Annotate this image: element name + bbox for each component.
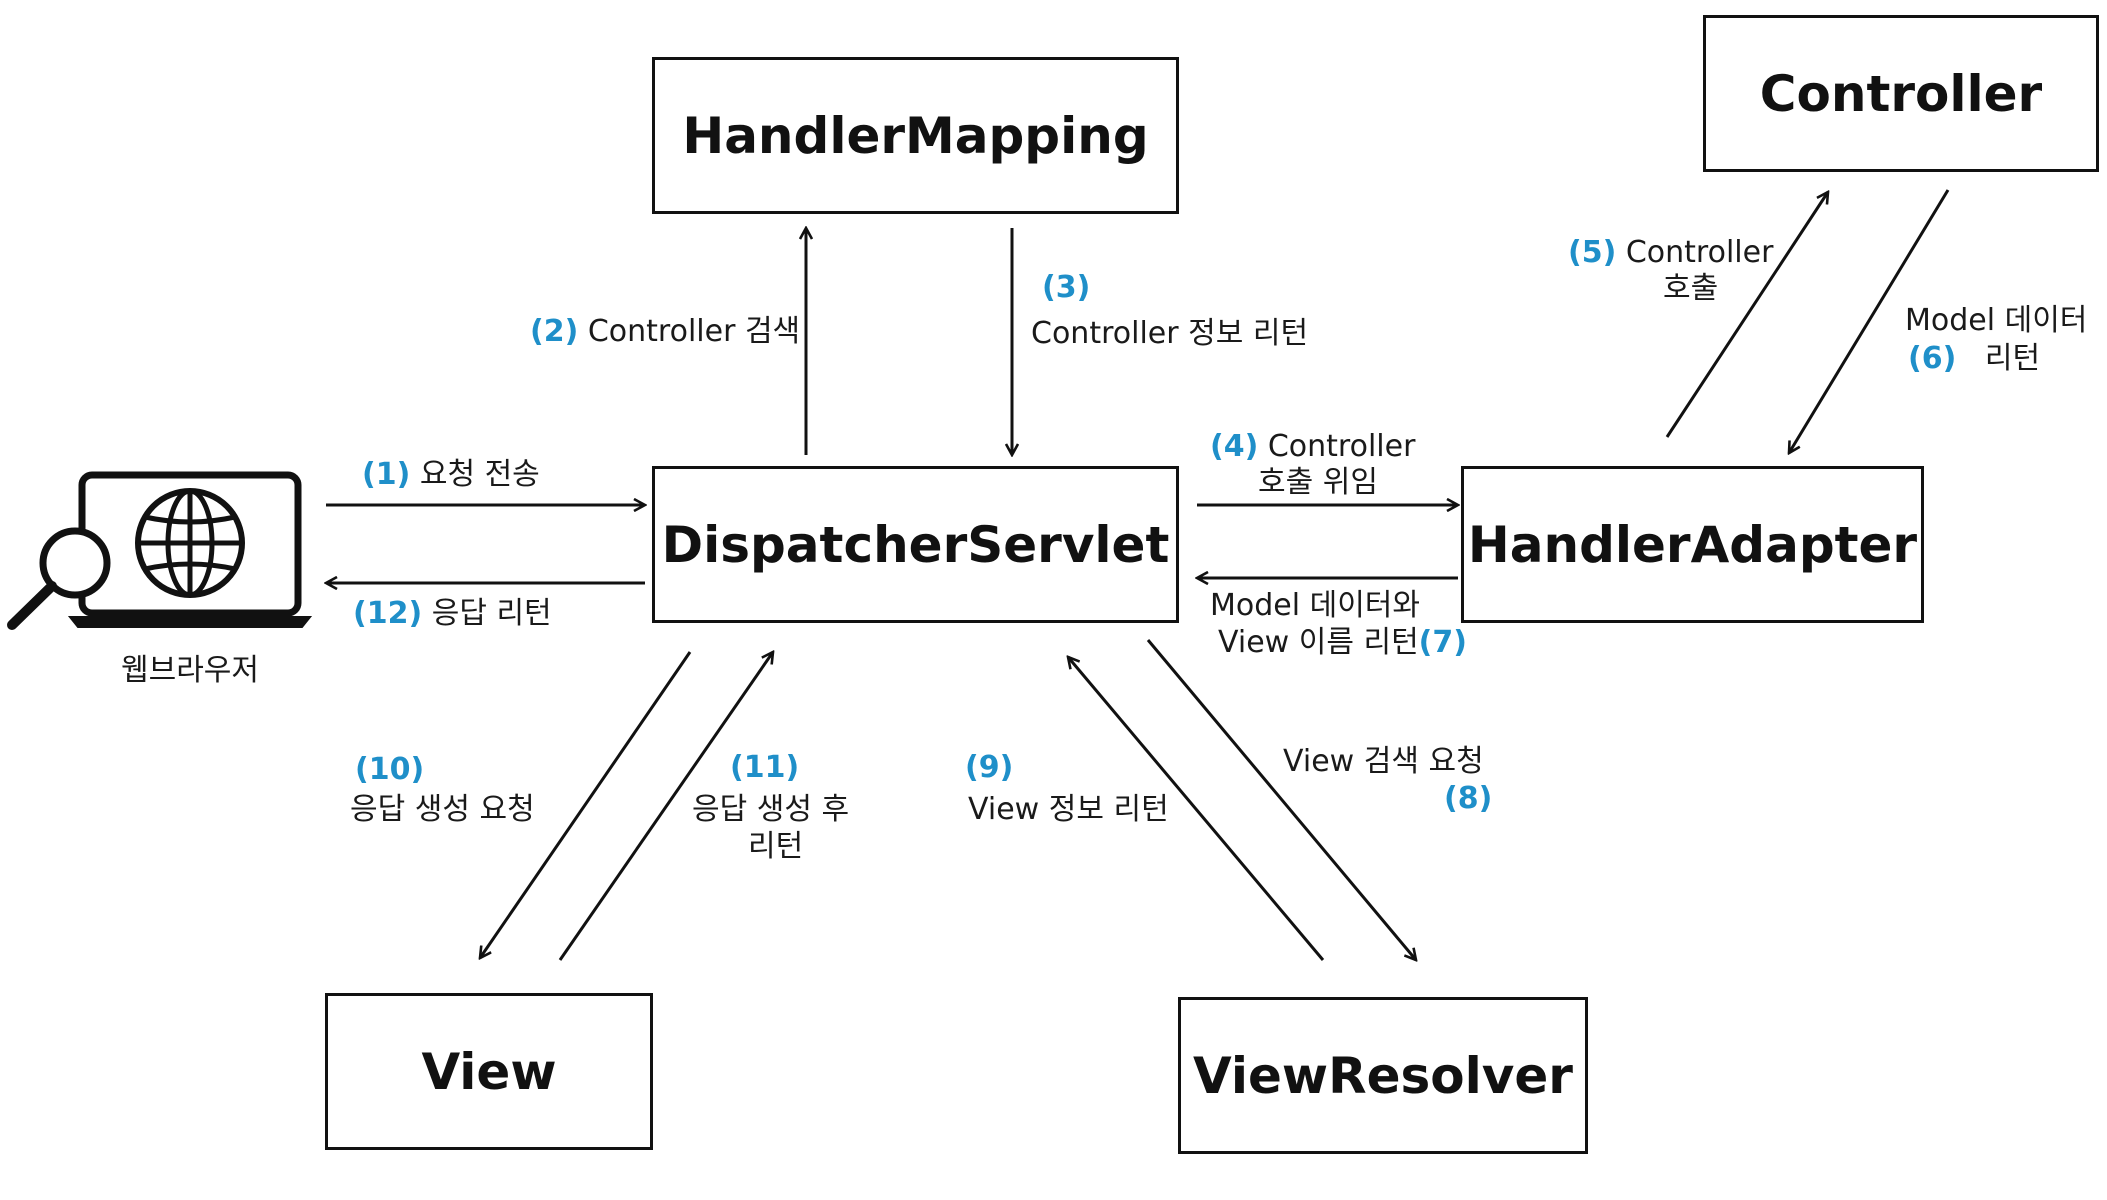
arrow-step-10 [480,651,692,958]
step-6-text-line1: Model 데이터 [1905,303,2088,338]
step-5-text-line2: 호출 [1663,271,1719,306]
step-6-number: (6) [1908,341,1957,376]
step-11-number: (11) [730,750,800,785]
step-10-text-label: 응답 생성 요청 [350,791,535,829]
step-9-number: (9) [965,750,1014,785]
step-1-text: 요청 전송 [419,457,540,492]
step-12-label: (12) 응답 리턴 [353,595,552,633]
step-1-label: (1) 요청 전송 [362,456,540,494]
step-4-label: (4) Controller [1210,428,1415,466]
arrow-step-5 [1665,192,1828,438]
arrow-step-8 [1146,639,1416,960]
step-9-text: View 정보 리턴 [968,792,1169,827]
handler-adapter-box: HandlerAdapter [1461,466,1924,623]
step-8-number: (8) [1444,781,1493,816]
web-browser-label: 웹브라우저 [121,653,259,688]
step-2-number: (2) [530,314,579,349]
step-7-text-line1: Model 데이터와 [1210,588,1421,623]
step-5-label: (5) Controller [1568,234,1773,272]
laptop-globe-magnifier-icon [7,471,313,630]
step-7-text-line2: View 이름 리턴 [1218,625,1419,660]
step-10-number: (10) [355,752,425,787]
step-10-text: 응답 생성 요청 [350,792,535,827]
view-resolver-box: ViewResolver [1178,997,1588,1154]
step-2-text: Controller 검색 [587,314,801,349]
step-3-number: (3) [1042,270,1091,305]
step-7-number: (7) [1418,625,1467,660]
step-4-line2-label: 호출 위임 [1258,464,1378,502]
step-2-label: (2) Controller 검색 [530,313,800,351]
step-8-number-label: (8) [1444,780,1492,818]
step-8-text-label: View 검색 요청 [1283,743,1484,781]
step-12-number: (12) [353,596,423,631]
step-11-text-line1: 응답 생성 후 [692,792,850,827]
step-4-text-line2: 호출 위임 [1258,465,1378,500]
step-10-number-label: (10) [355,751,424,789]
step-7-label: View 이름 리턴(7) [1218,624,1467,662]
step-6-label: (6) 리턴 [1908,340,2040,378]
step-11-number-label: (11) [730,749,799,787]
arrow-step-11 [558,652,773,961]
step-7-line1-label: Model 데이터와 [1210,587,1420,625]
step-6-text-line2: 리턴 [1984,341,2041,376]
step-9-number-label: (9) [965,749,1013,787]
controller-box: Controller [1703,15,2099,172]
dispatcher-servlet-box: DispatcherServlet [652,466,1179,623]
step-4-text-line1: Controller [1267,429,1416,464]
step-4-number: (4) [1210,429,1259,464]
step-3-text-label: Controller 정보 리턴 [1031,315,1308,353]
arrow-step-6 [1789,189,1950,453]
step-11-text-line2: 리턴 [748,829,804,864]
step-1-number: (1) [362,457,411,492]
step-11-line1-label: 응답 생성 후 [692,791,849,829]
step-9-text-label: View 정보 리턴 [968,791,1169,829]
step-5-number: (5) [1568,235,1617,270]
step-3-text: Controller 정보 리턴 [1031,316,1309,351]
step-5-line2-label: 호출 [1663,270,1718,308]
step-12-text: 응답 리턴 [431,596,552,631]
view-box: View [325,993,653,1150]
step-8-text: View 검색 요청 [1283,744,1484,779]
step-3-number-label: (3) [1042,269,1090,307]
step-6-line1-label: Model 데이터 [1905,302,2087,340]
handler-mapping-box: HandlerMapping [652,57,1179,214]
step-11-line2-label: 리턴 [748,828,803,866]
arrow-step-9 [1068,657,1325,961]
step-5-text-line1: Controller [1625,235,1774,270]
